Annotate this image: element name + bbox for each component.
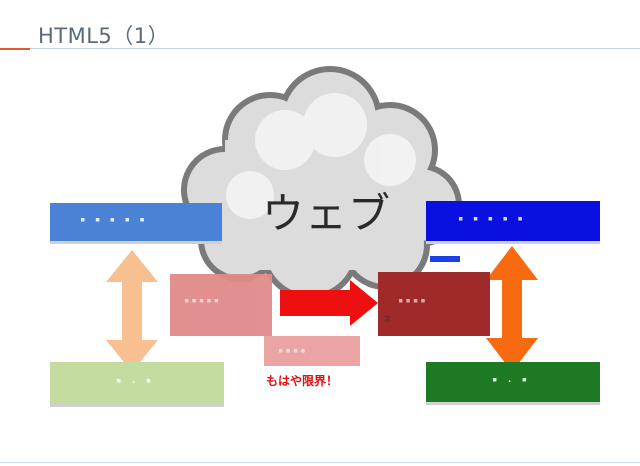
next-label: 次 — [384, 315, 391, 323]
left-lower-small-box-pixelated-text: ▪▪▪▪ — [278, 346, 308, 356]
left-top-box-pixelated-text: ▪ ▪ ▪ ▪ ▪ — [80, 215, 147, 225]
right-double-arrow — [486, 246, 538, 372]
right-middle-box: ▪▪▪▪ — [378, 272, 490, 336]
left-middle-box: ▪▪▪▪▪ — [170, 274, 272, 336]
left-middle-box-pixelated-text: ▪▪▪▪▪ — [184, 296, 222, 306]
limit-warning-text: もはや限界！ — [266, 374, 339, 388]
slide-title: HTML5（1） — [38, 24, 170, 48]
right-bottom-box-pixelated-text: ▪ . ▪ — [492, 375, 530, 385]
center-arrow — [280, 280, 378, 326]
right-top-sublabel — [430, 256, 460, 262]
left-lower-small-box: ▪▪▪▪ — [264, 336, 360, 366]
bottom-rule — [0, 462, 640, 463]
left-double-arrow — [106, 250, 158, 372]
left-bottom-box: ▪ . ▪ — [50, 362, 224, 404]
right-top-box: ▪ ▪ ▪ ▪ ▪ — [426, 201, 600, 241]
left-bottom-box-pixelated-text: ▪ . ▪ — [116, 376, 154, 386]
cloud-icon — [181, 66, 462, 300]
title-rule-accent — [0, 48, 30, 50]
right-top-box-pixelated-text: ▪ ▪ ▪ ▪ ▪ — [458, 214, 525, 224]
right-middle-box-pixelated-text: ▪▪▪▪ — [398, 296, 428, 306]
left-top-box: ▪ ▪ ▪ ▪ ▪ — [50, 203, 222, 241]
cloud-label: ウェブ — [262, 189, 392, 238]
right-bottom-box: ▪ . ▪ — [426, 362, 600, 402]
title-rule — [30, 48, 640, 49]
